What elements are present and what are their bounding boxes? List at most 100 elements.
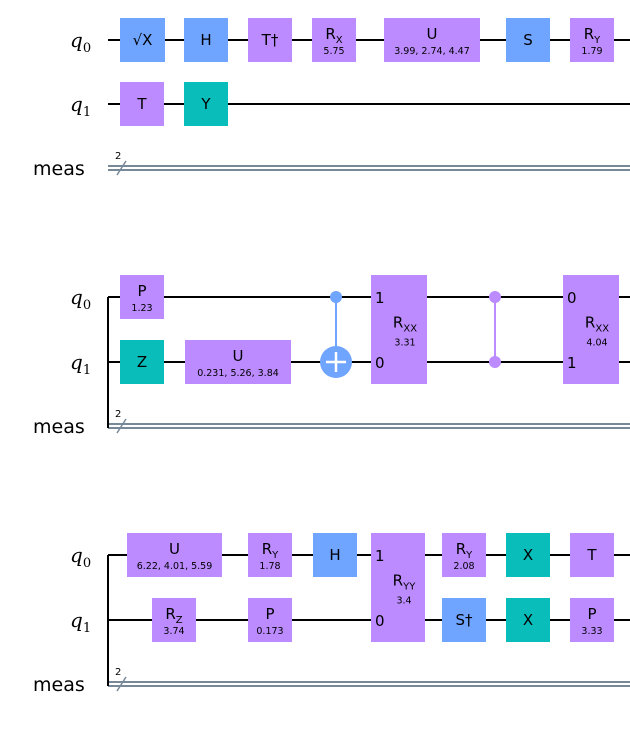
gate-label: P (265, 605, 274, 623)
gate-label: RY (262, 540, 279, 561)
control-dot (489, 291, 501, 303)
gate-box (120, 82, 164, 126)
gate-s2-rxx2: 0 1 RXX 4.04 (563, 275, 619, 384)
gate-box (563, 275, 619, 384)
gate-param: 3.31 (394, 338, 415, 349)
gate-s3-sdg: S† (442, 598, 486, 642)
gate-box (248, 18, 292, 62)
gate-box (312, 18, 356, 62)
gate-s3-h: H (313, 533, 357, 577)
control-dot (330, 291, 342, 303)
gate-box (127, 533, 222, 577)
gate-box (185, 340, 291, 384)
gate-label: RZ (165, 605, 182, 626)
gate-s3-x2: X (506, 598, 550, 642)
gate-label: T (586, 546, 597, 564)
gate-s3-u: U6.22, 4.01, 5.59 (127, 533, 222, 577)
gate-box (120, 18, 165, 62)
gate-label: H (200, 31, 211, 49)
gate-label: Y (200, 95, 211, 113)
gate-box (384, 18, 480, 62)
gate-param: 2.08 (453, 561, 474, 572)
wire-label-meas: meas (33, 416, 85, 438)
gate-label: X (523, 611, 533, 629)
gate-param: 6.22, 4.01, 5.59 (137, 561, 213, 572)
gate-s3-ry1: RY1.78 (248, 533, 292, 577)
gate-box (506, 598, 550, 642)
gate-s3-p1: P 0.173 (248, 598, 292, 642)
gate-box (442, 598, 486, 642)
gate-label: Z (137, 353, 147, 371)
gate-box (248, 598, 292, 642)
wire-label-q1: q1 (70, 608, 91, 636)
gate-param: 0.173 (256, 626, 283, 637)
qubit-index-bottom: 0 (375, 354, 385, 372)
qubit-index-bottom: 1 (567, 354, 577, 372)
gate-cx (320, 291, 352, 378)
wire-label-meas: meas (33, 158, 85, 180)
gate-label: P (137, 282, 146, 300)
gate-box (313, 533, 357, 577)
gate-s1-ry: RY1.79 (570, 18, 614, 62)
gate-box (570, 598, 614, 642)
wire-label-q1: q1 (70, 92, 91, 120)
gate-box (570, 18, 614, 62)
gate-box (570, 533, 614, 577)
register-count: 2 (115, 151, 121, 162)
gate-param: 3.4 (396, 596, 411, 607)
gate-param: 1.79 (581, 46, 602, 57)
gate-label: S† (455, 611, 473, 629)
gate-s2-p: P 1.23 (120, 275, 164, 319)
gate-s3-rz: RZ3.74 (152, 598, 196, 642)
gate-label: RY (456, 540, 473, 561)
gate-param: 5.75 (323, 46, 344, 57)
gate-param: 0.231, 5.26, 3.84 (197, 368, 279, 379)
gate-label: X (523, 546, 533, 564)
gate-s1-sx: √X (120, 18, 165, 62)
gate-label: √X (133, 31, 153, 49)
gate-label: RXX (585, 314, 609, 335)
gate-s1-y: Y (184, 82, 228, 126)
gate-box (442, 533, 486, 577)
gate-label: U (233, 347, 244, 365)
gate-label: T† (261, 31, 279, 49)
register-count: 2 (115, 667, 121, 678)
gate-param: 4.04 (586, 338, 607, 349)
qubit-index-top: 0 (567, 289, 577, 307)
gate-box (371, 533, 425, 642)
gate-box (120, 340, 164, 384)
register-slash (116, 160, 127, 176)
gate-s3-ryy: 1 0 RYY 3.4 (371, 533, 425, 642)
wire-label-q0: q0 (70, 543, 91, 571)
gate-param: 3.99, 2.74, 4.47 (394, 46, 470, 57)
gate-box (184, 82, 228, 126)
gate-s2-z: Z (120, 340, 164, 384)
gate-param: 1.23 (131, 303, 152, 314)
gate-s3-ry2: RY2.08 (442, 533, 486, 577)
gate-box (506, 533, 550, 577)
gate-label: RXX (393, 314, 417, 335)
qubit-index-top: 1 (375, 547, 385, 565)
gate-s3-x1: X (506, 533, 550, 577)
gate-cz (489, 291, 501, 368)
gate-s3-p2: P3.33 (570, 598, 614, 642)
gate-box (248, 533, 292, 577)
wire-label-q1: q1 (70, 350, 91, 378)
wire-label-q0: q0 (70, 28, 91, 56)
register-slash (116, 676, 127, 692)
gate-box (184, 18, 228, 62)
qubit-index-bottom: 0 (375, 612, 385, 630)
gate-s1-u: U 3.99, 2.74, 4.47 (384, 18, 480, 62)
wire-label-meas: meas (33, 674, 85, 696)
control-dot (489, 356, 501, 368)
gate-s3-t: T (570, 533, 614, 577)
gate-label: RYY (393, 572, 417, 593)
gate-label: U (427, 25, 438, 43)
